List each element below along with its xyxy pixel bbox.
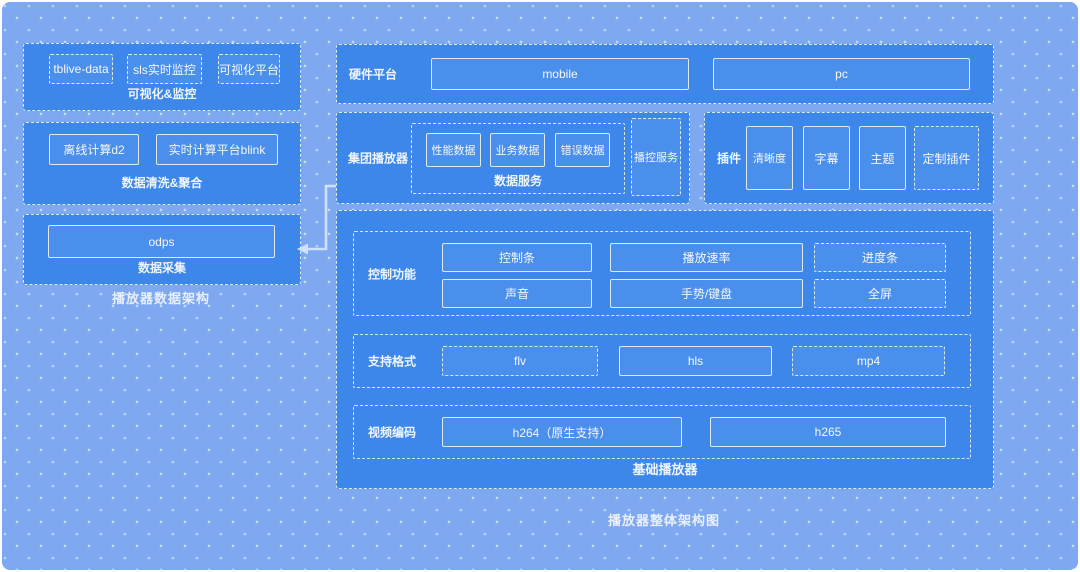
data-clean-label: 数据清洗&聚合 bbox=[121, 176, 203, 190]
base-player-label: 基础播放器 bbox=[632, 462, 698, 477]
data-service-group: 性能数据 业务数据 错误数据 数据服务 bbox=[411, 123, 625, 194]
data-clean-box: 离线计算d2 实时计算平台blink 数据清洗&聚合 bbox=[23, 122, 301, 205]
data-service-label: 数据服务 bbox=[493, 174, 542, 188]
data-collect-label: 数据采集 bbox=[137, 261, 186, 275]
node-custom-plugin: 定制插件 bbox=[914, 126, 979, 190]
node-clarity-plugin: 清晰度 bbox=[746, 126, 793, 190]
supported-formats-group: 支持格式 flv hls mp4 bbox=[353, 334, 971, 388]
footer-diagram-title: 播放器整体架构图 bbox=[607, 513, 720, 528]
node-fullscreen: 全屏 bbox=[814, 279, 946, 308]
node-h264: h264（原生支持） bbox=[442, 417, 682, 447]
node-biz-data: 业务数据 bbox=[490, 133, 545, 167]
node-pc: pc bbox=[713, 58, 970, 90]
node-theme-plugin: 主题 bbox=[859, 126, 906, 190]
node-mp4: mp4 bbox=[792, 346, 945, 376]
node-h265: h265 bbox=[710, 417, 946, 447]
connector-arrow bbox=[297, 184, 343, 255]
left-diagram-title: 播放器数据架构 bbox=[111, 291, 210, 306]
data-collect-box: odps 数据采集 bbox=[23, 214, 301, 285]
hardware-platform-box: 硬件平台 mobile pc bbox=[336, 44, 994, 104]
node-viz-platform: 可视化平台 bbox=[218, 54, 280, 84]
group-player-box: 集团播放器 性能数据 业务数据 错误数据 数据服务 播控服务 bbox=[336, 112, 690, 204]
hardware-platform-label: 硬件平台 bbox=[349, 67, 398, 82]
node-tblive-data: tblive-data bbox=[49, 54, 113, 84]
node-error-data: 错误数据 bbox=[555, 133, 610, 167]
node-offline-compute-d2: 离线计算d2 bbox=[49, 134, 139, 165]
node-gesture-keyboard: 手势/键盘 bbox=[610, 279, 803, 308]
video-codec-group: 视频编码 h264（原生支持） h265 bbox=[353, 405, 971, 459]
video-codec-label: 视频编码 bbox=[368, 425, 417, 440]
plugins-box: 插件 清晰度 字幕 主题 定制插件 bbox=[704, 112, 994, 204]
node-mobile: mobile bbox=[431, 58, 689, 90]
node-control-bar: 控制条 bbox=[442, 243, 592, 272]
node-sls-monitor: sls实时监控 bbox=[127, 54, 202, 84]
group-player-label: 集团播放器 bbox=[348, 151, 409, 166]
node-flv: flv bbox=[442, 346, 598, 376]
viz-monitor-box: tblive-data sls实时监控 可视化平台 可视化&监控 bbox=[23, 43, 301, 111]
node-progress-bar: 进度条 bbox=[814, 243, 946, 272]
plugins-label: 插件 bbox=[717, 151, 742, 166]
viz-monitor-label: 可视化&监控 bbox=[127, 87, 197, 101]
node-perf-data: 性能数据 bbox=[426, 133, 481, 167]
node-playback-rate: 播放速率 bbox=[610, 243, 803, 272]
node-subtitle-plugin: 字幕 bbox=[803, 126, 850, 190]
node-realtime-blink: 实时计算平台blink bbox=[156, 134, 278, 165]
supported-formats-label: 支持格式 bbox=[368, 354, 417, 369]
control-functions-label: 控制功能 bbox=[368, 267, 417, 281]
control-functions-group: 控制功能 控制条 播放速率 进度条 声音 手势/键盘 全屏 bbox=[353, 231, 971, 316]
node-sound: 声音 bbox=[442, 279, 592, 308]
node-play-control-service: 播控服务 bbox=[631, 118, 681, 196]
node-odps: odps bbox=[48, 225, 275, 258]
node-hls: hls bbox=[619, 346, 772, 376]
base-player-box: 控制功能 控制条 播放速率 进度条 声音 手势/键盘 全屏 支持格式 flv h… bbox=[336, 210, 994, 489]
